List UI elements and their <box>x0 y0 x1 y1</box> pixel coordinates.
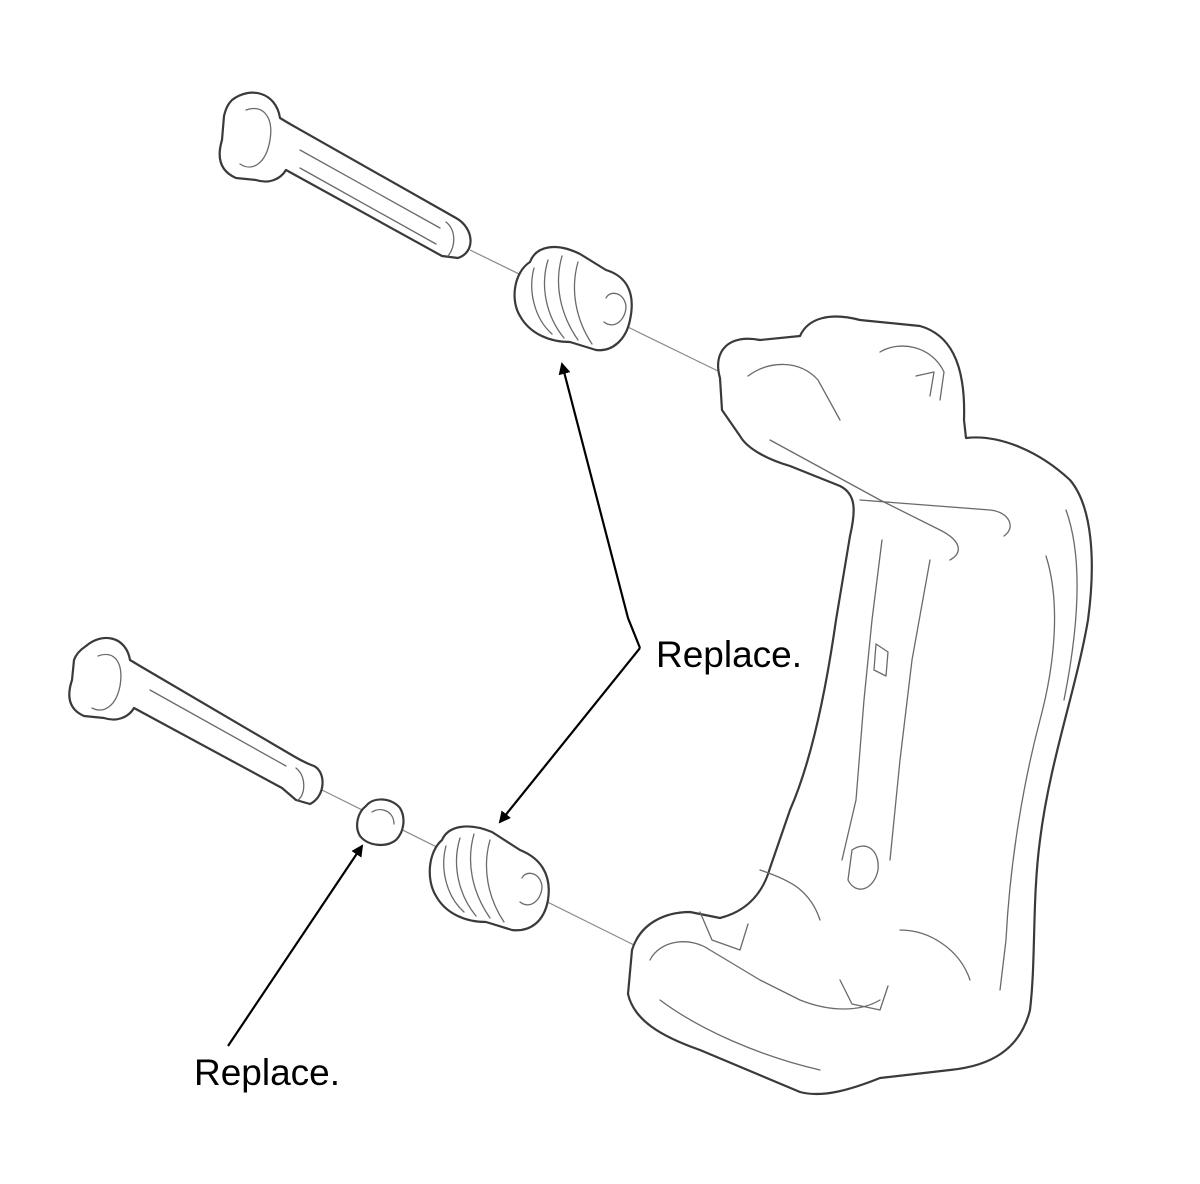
bushing <box>356 798 405 846</box>
caliper-bracket <box>626 315 1093 1096</box>
upper-pin-boot <box>513 246 633 352</box>
lower-guide-pin <box>68 636 324 806</box>
leader-arrow-bushing <box>227 844 364 1047</box>
leader-lines <box>227 362 642 1047</box>
lower-pin-boot <box>428 825 550 932</box>
upper-guide-pin <box>218 91 472 260</box>
leader-arrow-lower-boot <box>498 647 641 824</box>
replace-label-boots: Replace. <box>656 634 803 675</box>
leader-arrow-upper-boot <box>558 362 642 649</box>
replace-label-bushing: Replace. <box>194 1052 341 1093</box>
